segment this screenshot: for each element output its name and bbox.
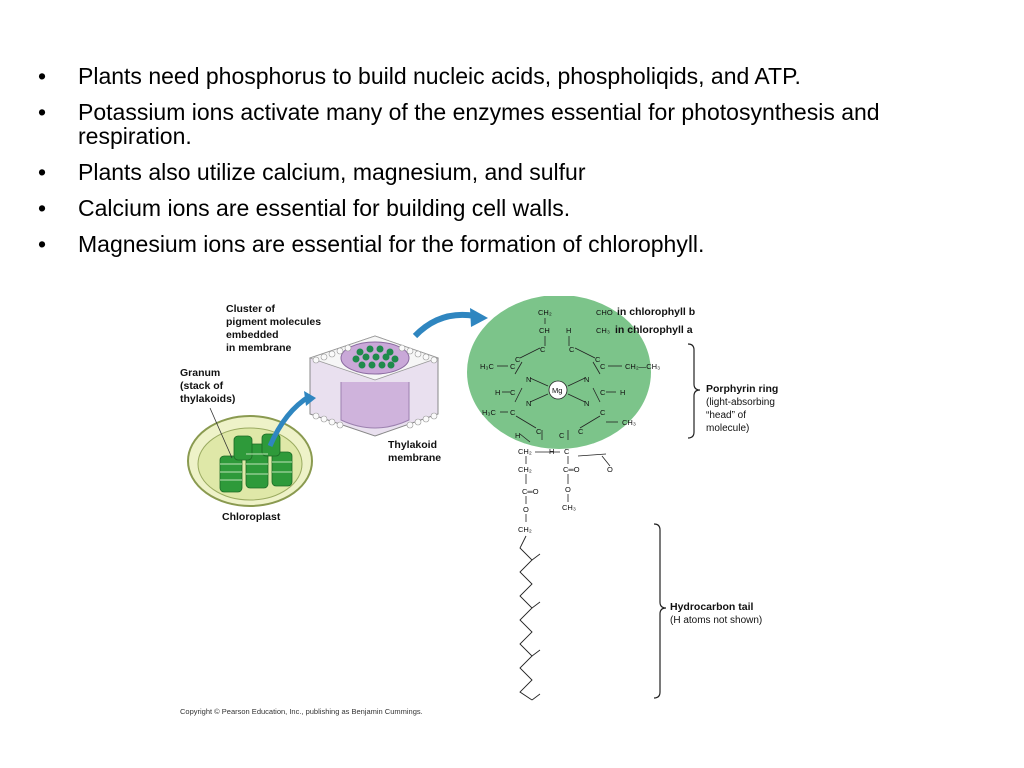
chem-c-3: C [515,355,521,364]
chem-n-3: N [526,399,531,408]
chem-co-ester: C═O [563,465,580,474]
bullet-item: • Plants need phosphorus to build nucleic… [38,64,998,88]
label-thylakoid-line1: Thylakoid [388,439,437,451]
chem-o-chain: O [523,505,529,514]
bullet-marker: • [38,99,47,125]
magnesium-atom [548,380,568,400]
chem-ch2-chain-3: CH₂ [518,525,532,534]
chem-mg: Mg [552,386,562,395]
bullet-text: Plants also utilize calcium, magnesium, … [78,159,586,185]
figure-svg: Cluster of pigment molecules embedded in… [180,296,778,716]
hydrocarbon-tail-chain [519,535,533,701]
chem-ch2ch3: CH₂—CH₃ [625,362,660,371]
chem-c-1: C [540,345,546,354]
granum-pointer [209,407,233,459]
bullet-list: • Plants need phosphorus to build nucleic… [38,64,998,268]
chem-c-4: C [595,355,601,364]
chem-n-4: N [584,399,589,408]
bullet-marker: • [38,159,47,185]
chem-h-left: H [495,388,500,397]
bullet-item: • Calcium ions are essential for building… [38,196,998,220]
chlorophyll-figure: Cluster of pigment molecules embedded in… [170,296,830,726]
porphyrin-bracket [687,343,701,439]
chem-o-ester: O [565,485,571,494]
chem-n-2: N [584,375,589,384]
chem-c-12: C [578,427,584,436]
bullet-text: Potassium ions activate many of the enzy… [78,99,880,149]
pigment-cluster-column [340,382,410,429]
copyright-notice: Copyright © Pearson Education, Inc., pub… [180,707,423,716]
chem-ch3-ester: CH₃ [562,503,576,512]
chloroplast-illustration [187,407,313,507]
tail-methyl-branches [531,553,541,701]
phospholipid-heads [312,344,438,429]
label-tail-line2: (H atoms not shown) [670,615,762,626]
label-chlorophyll-a: in chlorophyll a [615,324,693,336]
chem-ch3-a: CH₃ [596,326,610,335]
chem-ch2-chain-2: CH₂ [518,465,532,474]
chem-o-ketone: O [607,465,613,474]
side-chain-bonds [525,451,611,522]
chem-ch3-right: CH₃ [622,418,636,427]
pigment-molecules [352,345,399,369]
chem-c-2: C [569,345,575,354]
chem-c-14: C [564,447,570,456]
label-cluster-line4: in membrane [226,342,292,354]
chem-h-lower: H [515,431,520,440]
chem-ch2-top: CH₂ [538,308,552,317]
bullet-text: Magnesium ions are essential for the for… [78,231,705,257]
bullet-text: Plants need phosphorus to build nucleic … [78,63,801,89]
label-cluster-line1: Cluster of [226,303,276,315]
chem-h-right: H [620,388,625,397]
label-cluster-line2: pigment molecules [226,316,321,328]
porphyrin-ring-highlight [467,296,651,449]
thylakoid-membrane-illustration [267,308,488,447]
chem-h-top: H [566,326,571,335]
label-porphyrin-line1: Porphyrin ring [706,383,778,395]
chem-ch2-chain-1: CH₂ [518,447,532,456]
zoom-arrow-upper [412,311,476,339]
zoom-arrowhead-lower [304,391,316,406]
bullet-marker: • [38,195,47,221]
chem-c-7: C [510,388,516,397]
porphyrin-bonds [497,318,622,443]
label-cluster-line3: embedded [226,329,279,341]
bullet-item: • Plants also utilize calcium, magnesium,… [38,160,998,184]
label-chlorophyll-b: in chlorophyll b [617,306,695,318]
chem-c-8: C [600,388,606,397]
zoom-arrowhead-upper [470,308,488,327]
bullet-item: • Magnesium ions are essential for the fo… [38,232,998,256]
chem-cho: CHO [596,308,613,317]
bullet-marker: • [38,63,47,89]
chem-h3c-left-2: H₃C [482,408,496,417]
label-granum-line2: (stack of [180,380,224,392]
chem-n-1: N [526,375,531,384]
bullet-text: Calcium ions are essential for building … [78,195,571,221]
chem-ch-top: CH [539,326,550,335]
label-granum-line3: thylakoids) [180,393,235,405]
tail-bracket [653,523,667,699]
chem-h-chain: H [549,447,554,456]
chem-c-9: C [510,408,516,417]
chem-h3c-left-1: H₃C [480,362,494,371]
granum-lines [220,453,292,481]
chem-c-10: C [600,408,606,417]
bullet-item: • Potassium ions activate many of the enz… [38,100,998,148]
chem-co-chain: C═O [522,487,539,496]
label-porphyrin-line4: molecule) [706,423,749,434]
chem-c-13: C [559,431,565,440]
label-porphyrin-line2: (light-absorbing [706,397,775,408]
label-granum-line1: Granum [180,367,220,379]
bullet-marker: • [38,231,47,257]
label-chloroplast: Chloroplast [222,511,281,523]
chem-c-5: C [510,362,516,371]
label-porphyrin-line3: “head” of [706,410,746,421]
label-thylakoid-line2: membrane [388,452,441,464]
chem-c-6: C [600,362,606,371]
chem-c-11: C [536,427,542,436]
label-tail-line1: Hydrocarbon tail [670,601,754,613]
